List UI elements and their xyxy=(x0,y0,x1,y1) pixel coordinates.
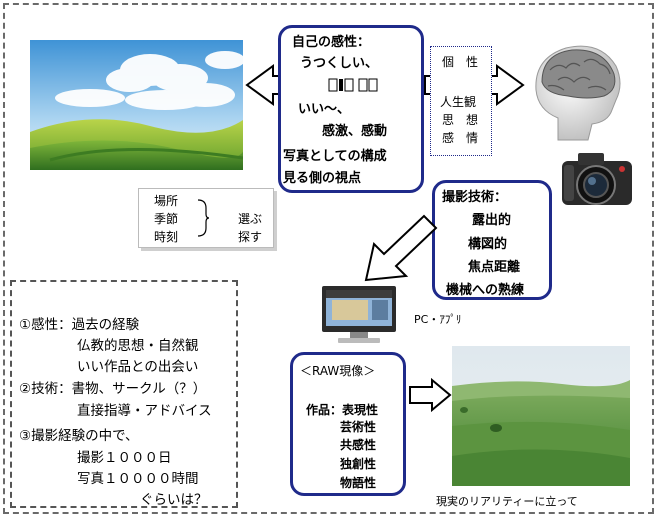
pc-illustration xyxy=(320,284,400,346)
green-field-photo xyxy=(452,346,630,486)
notes-line-7: 撮影１０００日 xyxy=(77,446,172,466)
technique-line-3: 構図的 xyxy=(468,233,507,252)
notes-line-3: いい作品との出会い xyxy=(77,355,198,375)
raw-title: ＜RAW現像＞ xyxy=(300,362,375,379)
self-line-3: いい～、 xyxy=(298,98,350,117)
camera-illustration xyxy=(558,145,636,209)
technique-line-2: 露出的 xyxy=(472,209,511,228)
raw-line-1: 作品：表現性 xyxy=(306,401,378,418)
notes-line-1: ①感性：過去の経験 xyxy=(19,313,139,333)
notes-line-9: ぐらいは？ xyxy=(140,488,208,508)
raw-line-5: 物語性 xyxy=(340,474,376,491)
choice-left-2: 季節 xyxy=(154,210,178,227)
diagonal-arrow xyxy=(362,210,442,284)
pc-label: PC・ｱﾌﾟﾘ xyxy=(414,311,461,327)
choice-right-1: 選ぶ xyxy=(238,210,262,227)
self-line-6: 見る側の視点 xyxy=(283,167,361,186)
self-line-5: 写真としての構成 xyxy=(283,145,387,164)
personal-line-3: 思 想 xyxy=(442,111,478,128)
technique-line-1: 撮影技術： xyxy=(442,186,507,205)
notes-line-2: 仏教的思想・自然観 xyxy=(77,334,199,354)
choice-left-3: 時刻 xyxy=(154,228,178,245)
technique-line-5: 機械への熟練 xyxy=(446,279,524,298)
notes-line-5: 直接指導・アドバイス xyxy=(77,399,212,419)
notes-line-8: 写真１００００時間 xyxy=(77,467,199,487)
brace-icon xyxy=(196,198,210,238)
personal-line-1: 個 性 xyxy=(442,53,478,70)
notes-line-6: ③撮影経験の中で、 xyxy=(19,424,139,444)
raw-line-2: 芸術性 xyxy=(340,418,376,435)
self-line-4: 感激、感動 xyxy=(322,120,387,139)
choice-left-1: 場所 xyxy=(154,192,178,209)
personal-line-2: 人生観 xyxy=(440,93,476,110)
technique-line-4: 焦点距離 xyxy=(468,256,520,275)
landscape-illustration xyxy=(30,40,243,170)
segment-bar xyxy=(328,78,378,92)
raw-line-4: 独創性 xyxy=(340,455,376,472)
field-caption: 現実のリアリティーに立って xyxy=(436,493,578,509)
self-line-1: 自己の感性： xyxy=(292,31,370,50)
personal-line-4: 感 情 xyxy=(442,129,478,146)
notes-line-4: ②技術：書物、サークル（？） xyxy=(19,377,206,397)
right-arrow xyxy=(408,378,452,412)
raw-line-3: 共感性 xyxy=(340,436,376,453)
self-line-2: うつくしい、 xyxy=(300,52,378,71)
brain-head-illustration xyxy=(528,40,628,142)
choice-right-2: 探す xyxy=(238,228,262,245)
